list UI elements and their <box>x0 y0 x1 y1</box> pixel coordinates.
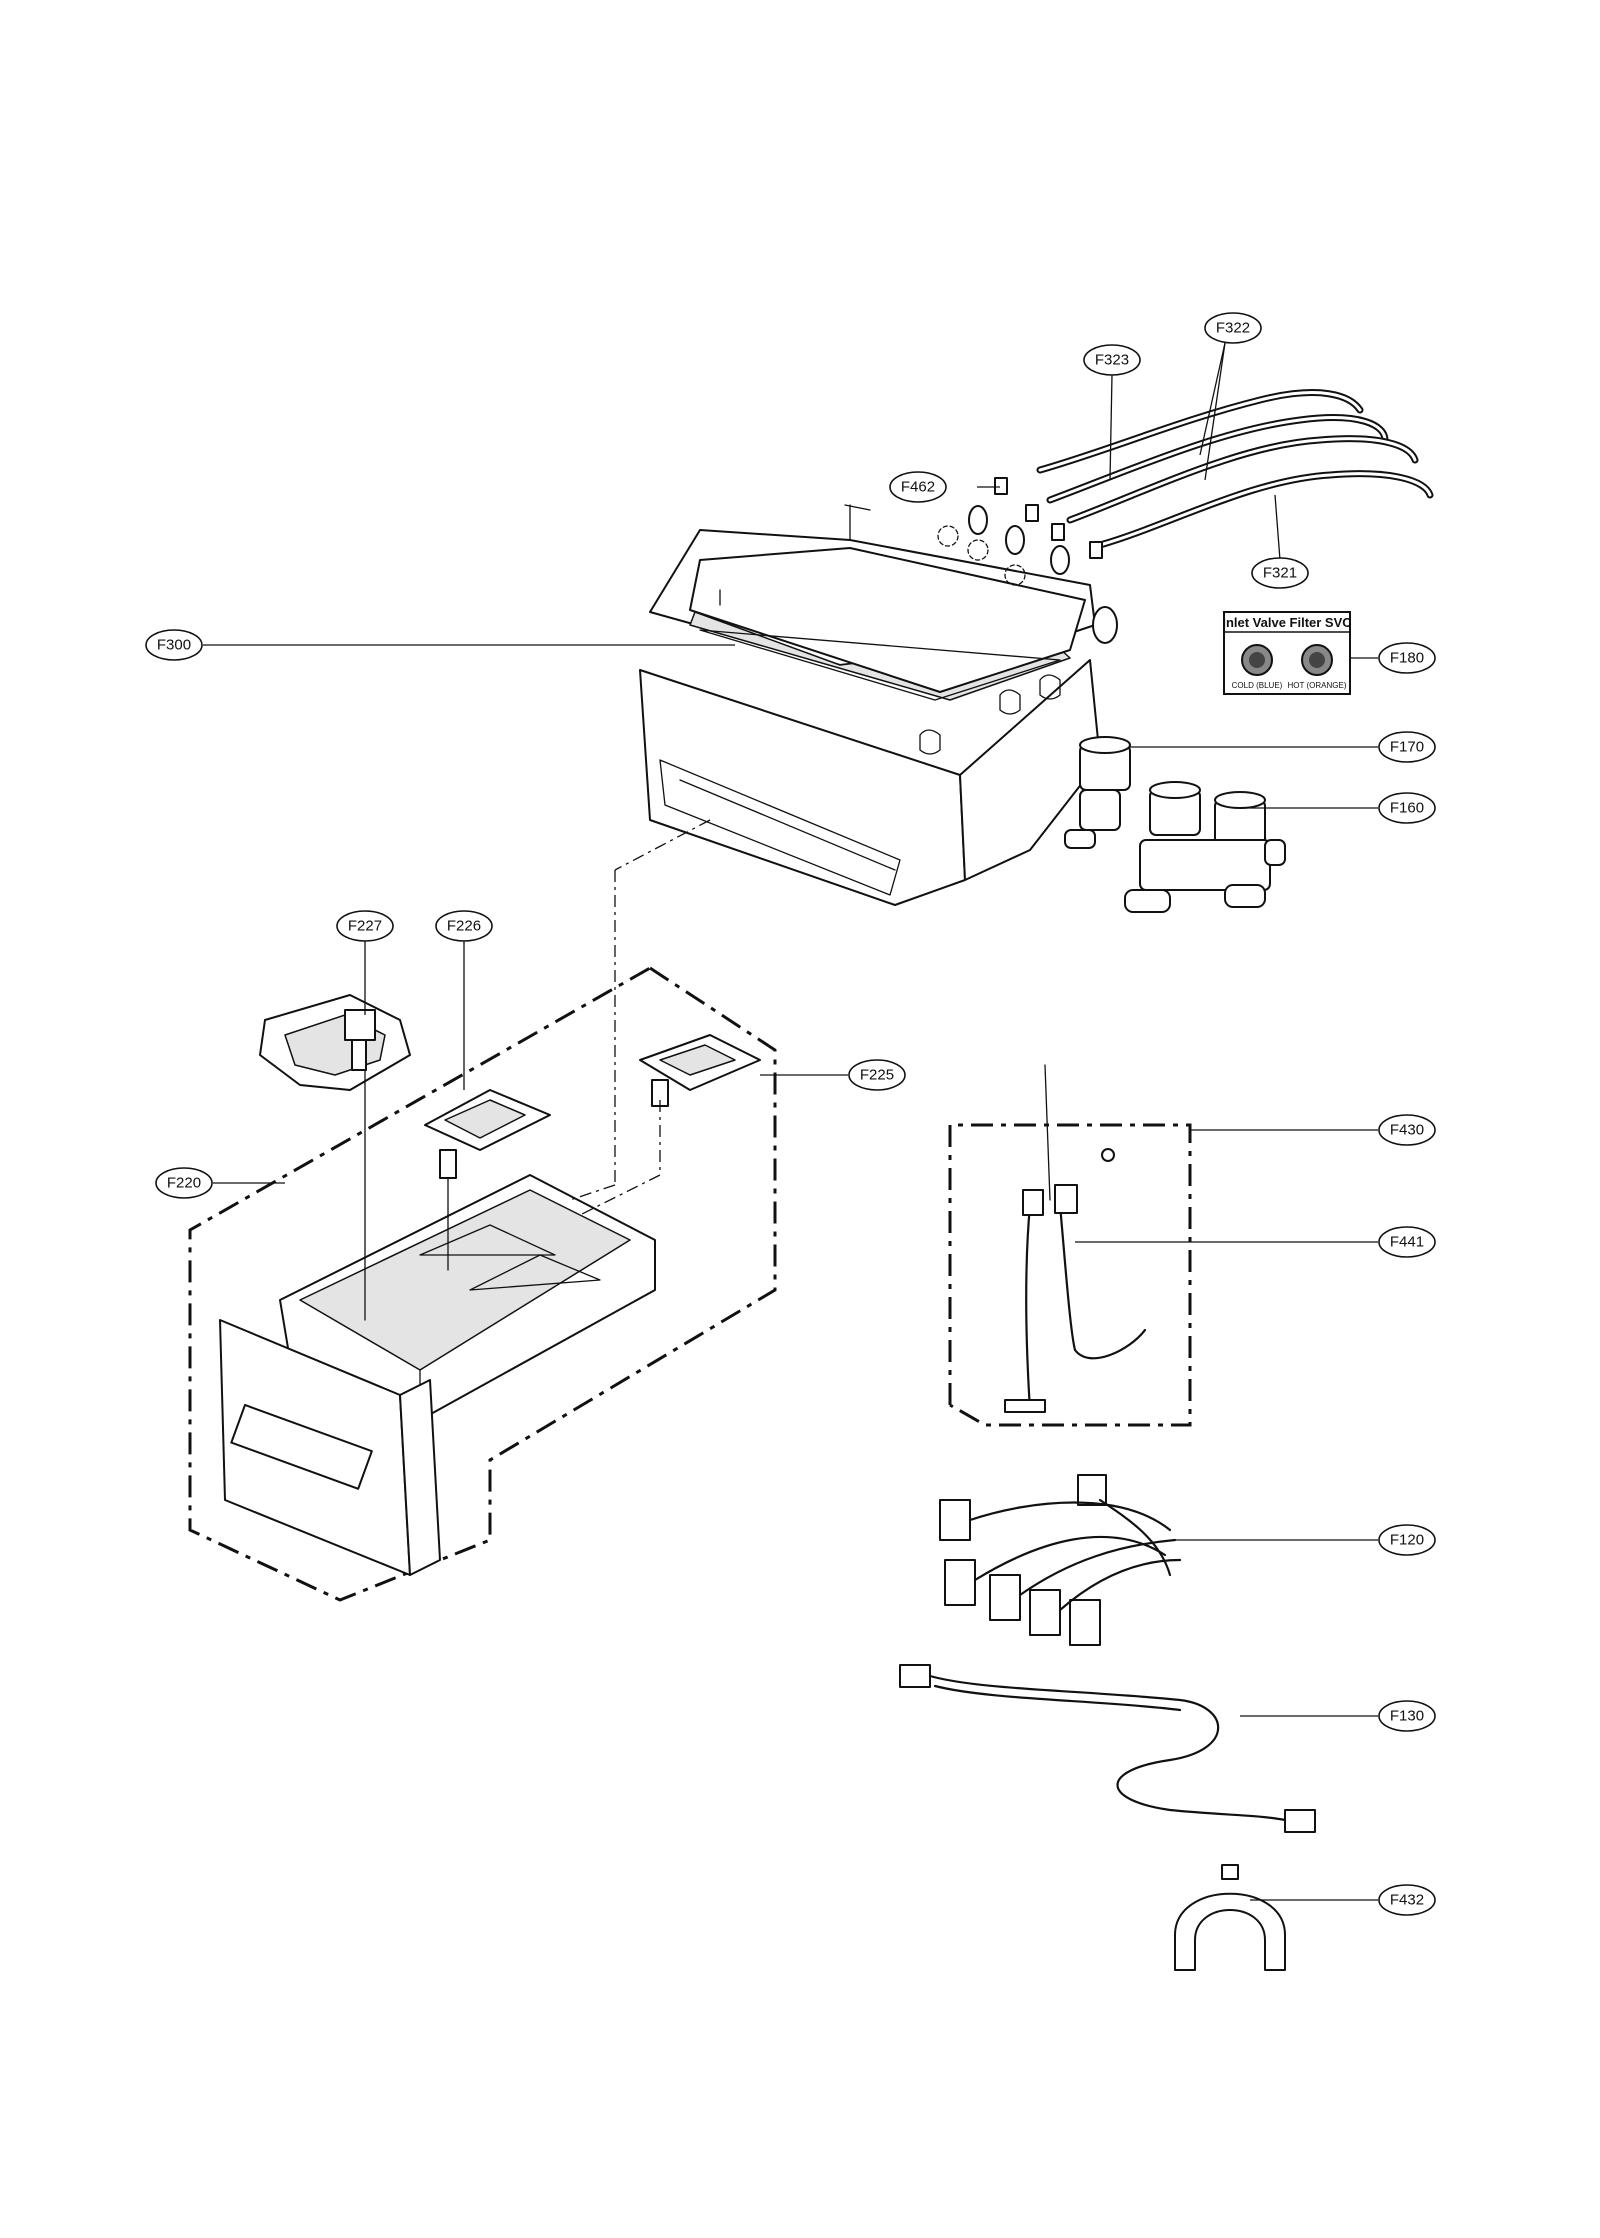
callout-f226: F226 <box>435 910 493 942</box>
svg-text:F321: F321 <box>1263 565 1297 582</box>
inlet-hoses <box>994 389 1434 559</box>
svg-text:F227: F227 <box>348 918 382 935</box>
callout-f441: F441 <box>1378 1226 1436 1258</box>
callout-f430: F430 <box>1378 1114 1436 1146</box>
callout-f432: F432 <box>1378 1884 1436 1916</box>
hose-clip-f432 <box>1174 1864 1286 1971</box>
pump-hose-group <box>948 1064 1192 1427</box>
svg-text:F462: F462 <box>901 479 935 496</box>
filter-hot-label: HOT (ORANGE) <box>1288 681 1347 690</box>
svg-text:F430: F430 <box>1390 1122 1424 1139</box>
svg-text:F322: F322 <box>1216 320 1250 337</box>
leader-lines <box>203 342 1378 1901</box>
drawer-assembly-group <box>188 966 777 1602</box>
callout-f130: F130 <box>1378 1700 1436 1732</box>
softener-insert-f226 <box>424 1089 551 1179</box>
assembly-lines <box>364 819 711 1321</box>
callout-f462: F462 <box>889 471 947 503</box>
siphon-cap-f227 <box>259 994 411 1091</box>
svg-text:F130: F130 <box>1390 1708 1424 1725</box>
bleach-insert-f225 <box>639 1034 761 1107</box>
callout-f160: F160 <box>1378 792 1436 824</box>
svg-text:F160: F160 <box>1390 800 1424 817</box>
svg-text:F120: F120 <box>1390 1532 1424 1549</box>
callout-f225: F225 <box>848 1059 906 1091</box>
svg-text:F226: F226 <box>447 918 481 935</box>
filter-cold-label: COLD (BLUE) <box>1232 681 1283 690</box>
svg-text:F180: F180 <box>1390 650 1424 667</box>
inlet-valves <box>1064 736 1286 913</box>
inlet-valve-filter-box: Inlet Valve Filter SVC COLD (BLUE) HOT (… <box>1222 611 1352 695</box>
callout-f170: F170 <box>1378 731 1436 763</box>
svg-text:F225: F225 <box>860 1067 894 1084</box>
callout-f227: F227 <box>336 910 394 942</box>
svg-text:F441: F441 <box>1390 1234 1424 1251</box>
svg-text:F170: F170 <box>1390 739 1424 756</box>
callout-f321: F321 <box>1251 557 1309 589</box>
svg-text:F300: F300 <box>157 637 191 654</box>
callout-f300: F300 <box>145 629 203 661</box>
filter-box-title: Inlet Valve Filter SVC <box>1222 615 1352 630</box>
svg-text:F432: F432 <box>1390 1892 1424 1909</box>
callout-f120: F120 <box>1378 1524 1436 1556</box>
svg-text:F220: F220 <box>167 1175 201 1192</box>
dispenser-housing-f300 <box>639 504 1118 906</box>
callout-f323: F323 <box>1083 344 1141 376</box>
callout-f180: F180 <box>1378 642 1436 674</box>
callout-f322: F322 <box>1204 312 1262 344</box>
detergent-drawer <box>219 1174 656 1576</box>
callout-f220: F220 <box>155 1167 213 1199</box>
wire-harness-f120 <box>939 1474 1182 1646</box>
wire-harness-f130 <box>899 1664 1316 1833</box>
svg-text:F323: F323 <box>1095 352 1129 369</box>
